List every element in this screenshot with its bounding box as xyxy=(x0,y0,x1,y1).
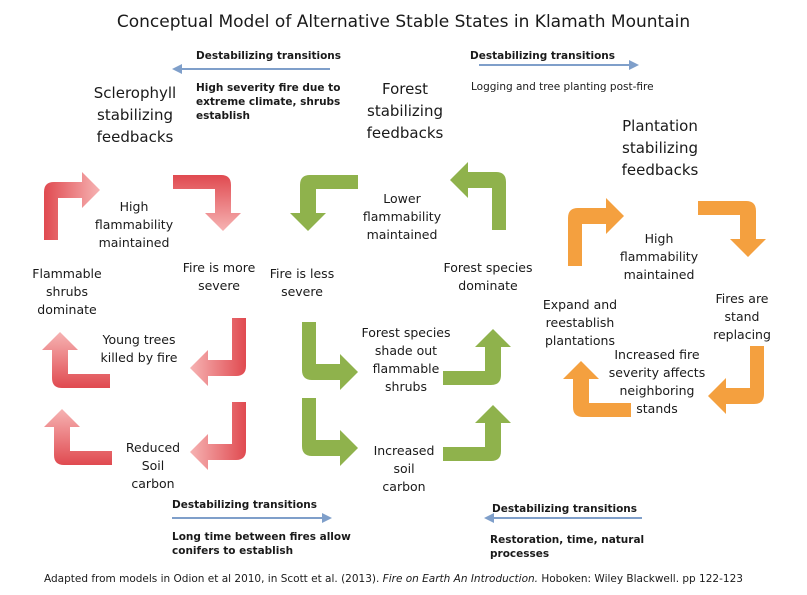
bent-arrow-icon xyxy=(450,162,506,230)
bent-arrow-icon xyxy=(173,175,241,231)
bent-arrow-icon xyxy=(698,201,766,257)
node-expand-plantations: Expand and reestablish plantations xyxy=(542,297,618,348)
node-increased-soil-carbon: Increased soil carbon xyxy=(373,443,435,494)
transition-heading: Destabilizing transitions xyxy=(492,503,638,515)
transition-text: High severity fire due to extreme climat… xyxy=(196,82,341,122)
bent-arrow-icon xyxy=(44,409,112,465)
node-reduced-soil-carbon: Reduced Soil carbon xyxy=(125,440,181,491)
node-forest-shade-out: Forest species shade out flammable shrub… xyxy=(361,325,451,394)
bent-arrow-icon xyxy=(44,172,100,240)
caption-publisher: Hoboken: Wiley Blackwell. pp 122-123 xyxy=(537,573,743,585)
node-lower-flammability: Lower flammability maintained xyxy=(362,191,442,242)
transition-heading: Destabilizing transitions xyxy=(196,50,342,62)
transition-heading: Destabilizing transitions xyxy=(172,499,318,511)
bent-arrow-icon xyxy=(290,175,358,231)
node-increased-fire-severity: Increased fire severity affects neighbor… xyxy=(608,347,706,416)
bent-arrow-icon xyxy=(190,402,246,470)
bent-arrow-icon xyxy=(190,318,246,386)
bent-arrow-icon xyxy=(563,361,631,417)
node-plantation-high-flammability: High flammability maintained xyxy=(619,231,699,282)
transition-text: Long time between fires allow conifers t… xyxy=(172,531,351,557)
node-young-trees-killed: Young trees killed by fire xyxy=(100,332,178,365)
left-arrow-icon xyxy=(172,64,330,74)
bent-arrow-icon xyxy=(443,405,511,461)
diagram-title: Conceptual Model of Alternative Stable S… xyxy=(116,12,691,32)
node-fire-less-severe: Fire is less severe xyxy=(269,266,335,299)
forest-state-label: Forest stabilizing feedbacks xyxy=(366,80,444,142)
bent-arrow-icon xyxy=(42,332,110,388)
sclerophyll-state-label: Sclerophyll stabilizing feedbacks xyxy=(93,84,177,146)
left-arrow-icon xyxy=(484,513,642,523)
transition-text: Restoration, time, natural processes xyxy=(490,534,645,560)
transition-heading: Destabilizing transitions xyxy=(470,50,616,62)
caption-text: Adapted from models in Odion et al 2010,… xyxy=(44,573,383,585)
bent-arrow-icon xyxy=(708,346,764,414)
source-caption: Adapted from models in Odion et al 2010,… xyxy=(44,573,743,585)
node-stand-replacing: Fires are stand replacing xyxy=(713,291,771,342)
right-arrow-icon xyxy=(172,513,332,523)
bent-arrow-icon xyxy=(568,198,624,266)
bent-arrow-icon xyxy=(443,329,511,385)
right-arrow-icon xyxy=(479,60,639,70)
bent-arrow-icon xyxy=(302,398,358,466)
node-fire-more-severe: Fire is more severe xyxy=(182,260,256,293)
bent-arrow-icon xyxy=(302,322,358,390)
transition-text: Logging and tree planting post-fire xyxy=(471,81,654,93)
caption-book-title: Fire on Earth An Introduction. xyxy=(382,573,538,585)
node-high-flammability: High flammability maintained xyxy=(94,199,174,250)
plantation-state-label: Plantation stabilizing feedbacks xyxy=(621,117,699,179)
node-forest-species-dominate: Forest species dominate xyxy=(443,260,533,293)
node-flammable-shrubs: Flammable shrubs dominate xyxy=(32,266,102,317)
